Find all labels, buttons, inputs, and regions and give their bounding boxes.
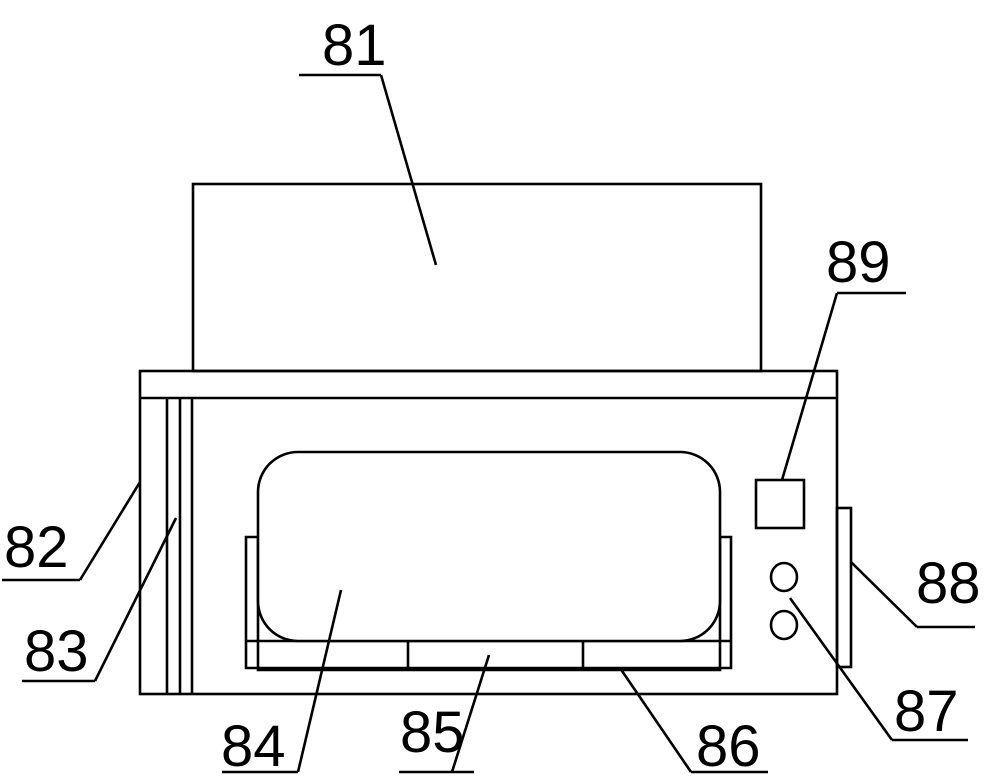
part-84-container bbox=[258, 452, 720, 641]
label-88: 88 bbox=[916, 551, 981, 616]
part-87-circle-bottom bbox=[771, 611, 797, 639]
label-83: 83 bbox=[24, 619, 89, 684]
label-82: 82 bbox=[4, 515, 69, 580]
part-88-side-plate bbox=[837, 508, 851, 667]
leader-82 bbox=[80, 482, 140, 580]
label-84: 84 bbox=[221, 714, 286, 779]
leader-81 bbox=[381, 75, 436, 265]
leader-88 bbox=[851, 562, 917, 627]
part-89-square bbox=[756, 480, 804, 528]
label-81: 81 bbox=[322, 13, 387, 78]
leader-87 bbox=[790, 598, 892, 740]
label-87: 87 bbox=[894, 679, 959, 744]
label-86: 86 bbox=[696, 714, 761, 779]
label-89: 89 bbox=[826, 230, 891, 295]
leader-83 bbox=[95, 518, 176, 681]
part-87-circle-top bbox=[771, 563, 797, 591]
label-85: 85 bbox=[400, 700, 465, 765]
leader-89 bbox=[782, 293, 837, 480]
leader-86 bbox=[620, 668, 691, 772]
part-81-top-box bbox=[193, 184, 761, 371]
